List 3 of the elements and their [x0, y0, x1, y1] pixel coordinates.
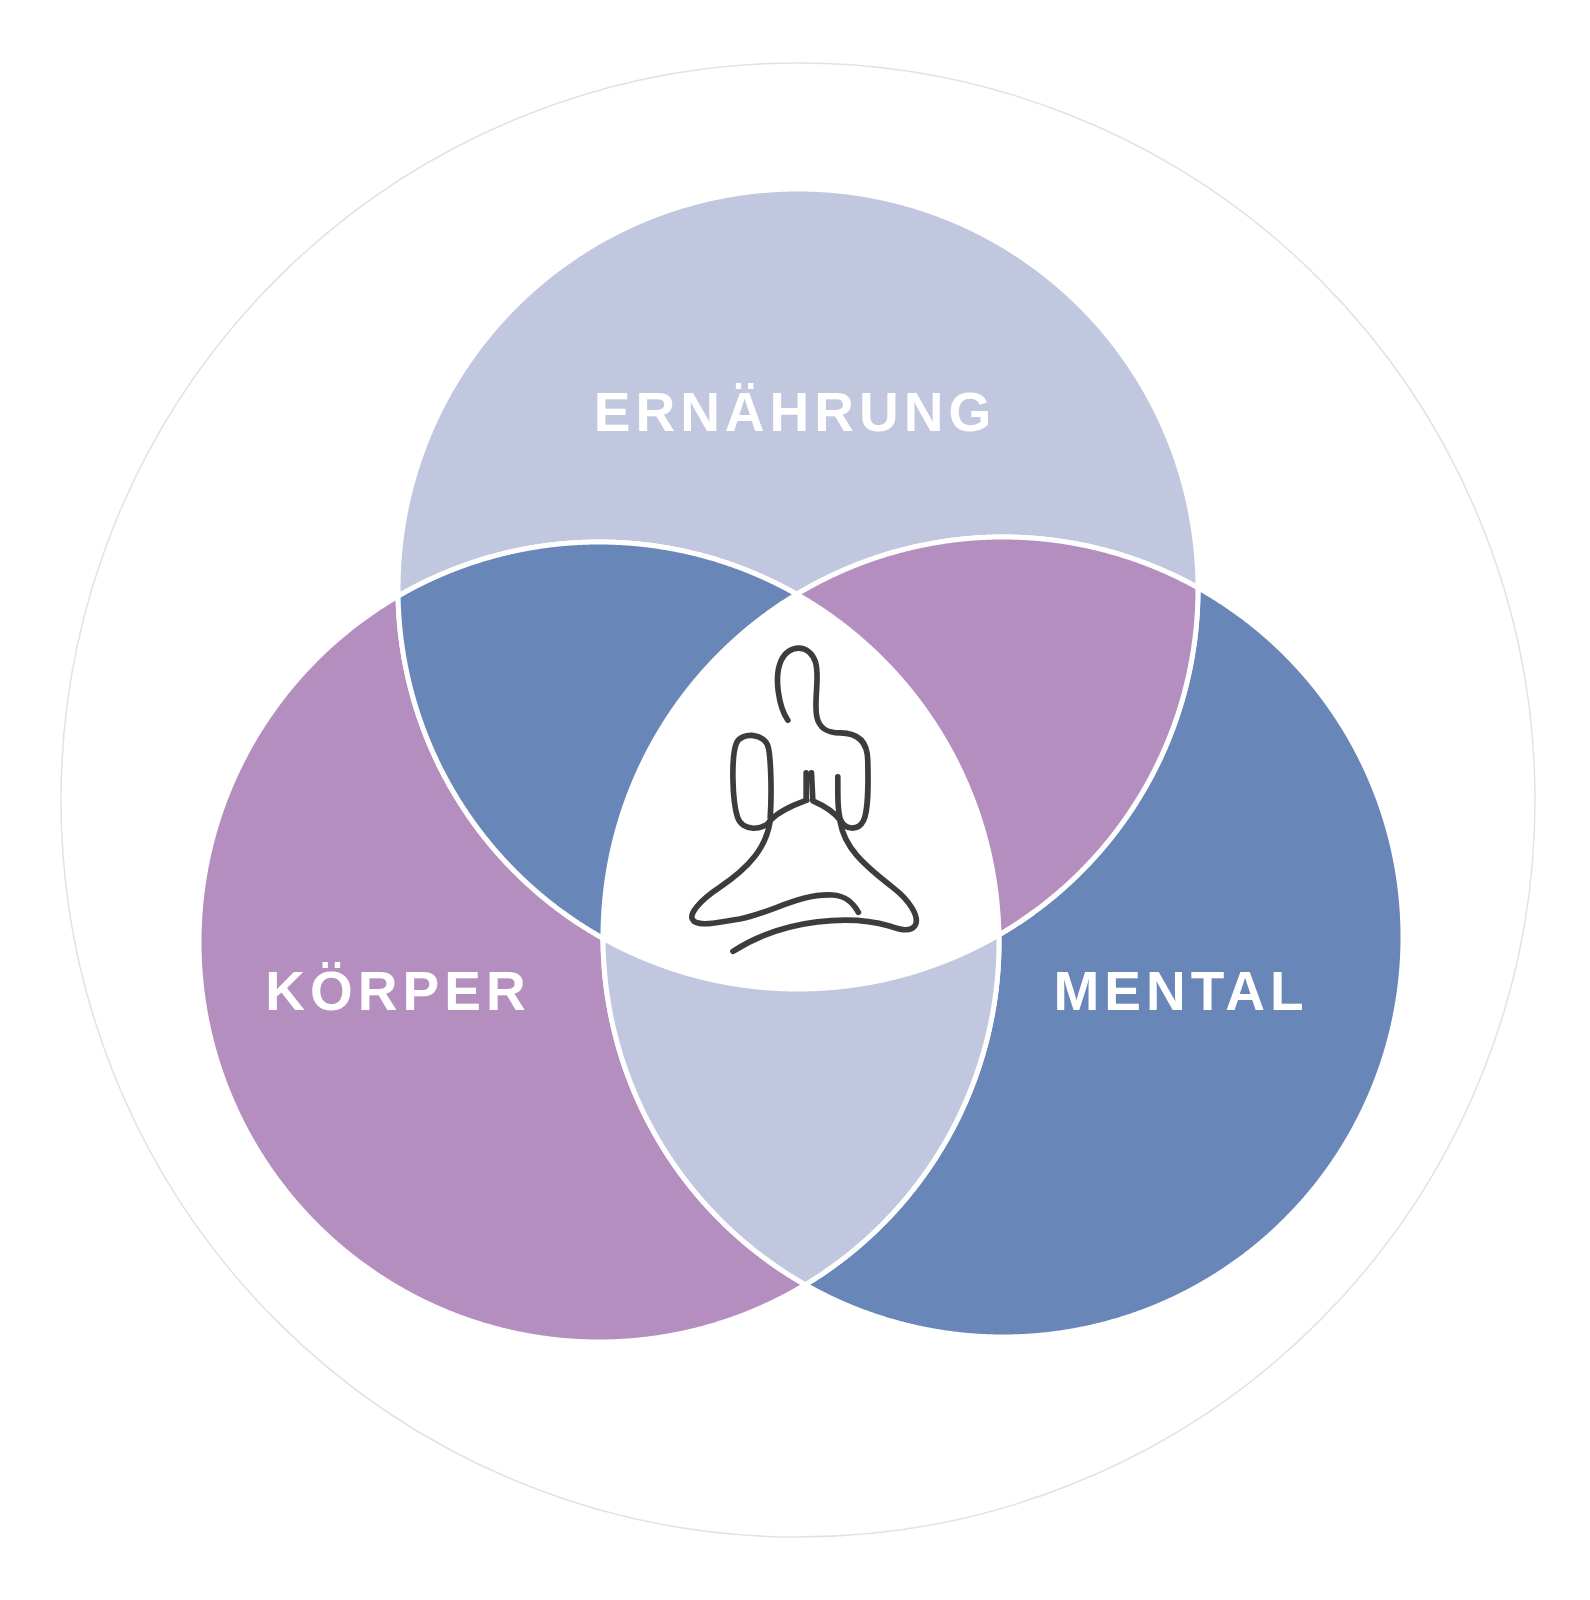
circle-label: MENTAL	[1053, 963, 1309, 1019]
circle-label: KÖRPER	[265, 963, 531, 1019]
circle-label: ERNÄHRUNG	[593, 384, 997, 440]
